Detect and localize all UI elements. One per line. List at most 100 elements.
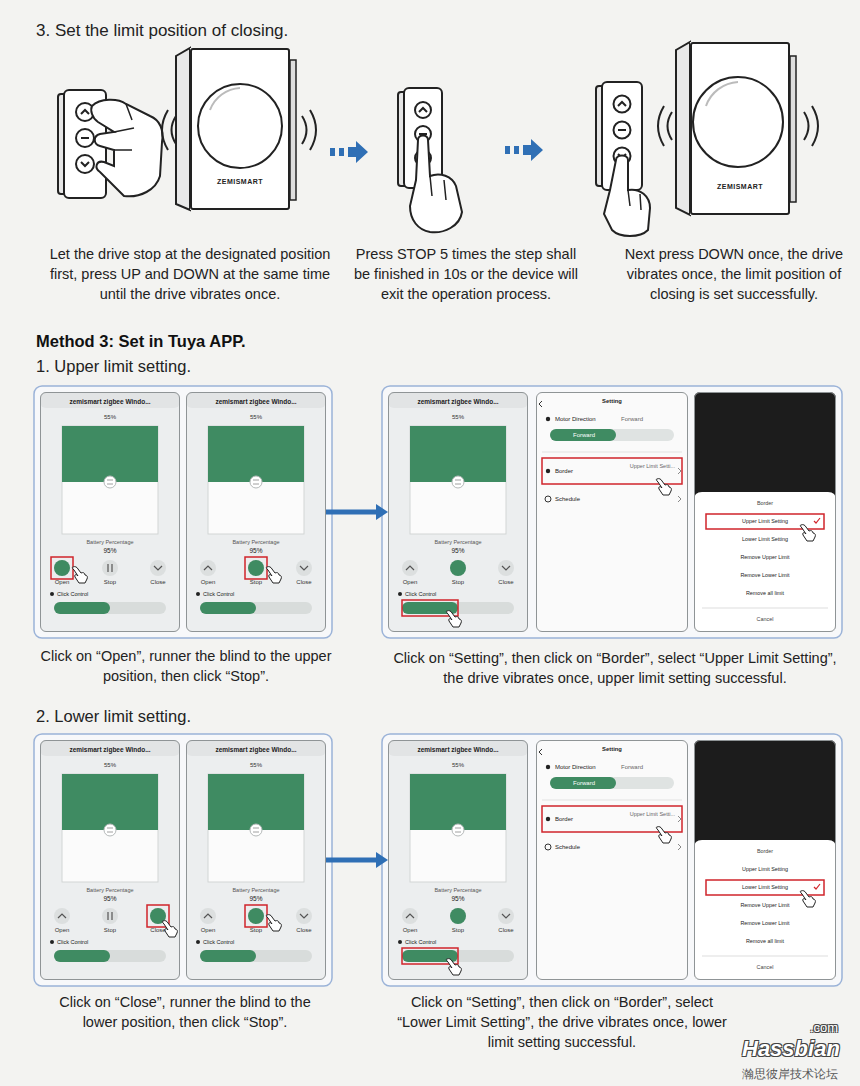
screen-text: Stop — [443, 579, 473, 586]
pressed-button — [248, 560, 264, 576]
screen-text: Open — [193, 927, 223, 934]
screen-text: Open — [47, 579, 77, 586]
watermark: Hassbian — [742, 1036, 840, 1062]
menu-item: Border — [695, 500, 835, 506]
watermark: .com — [810, 1020, 838, 1036]
screen-art — [536, 392, 688, 632]
menu-item: Remove Upper Limit — [695, 554, 835, 560]
drive-unit: ZEMISMART — [690, 42, 790, 215]
setting-text: Motor Direction — [555, 416, 596, 423]
down-button — [76, 155, 94, 173]
screen-text: Open — [395, 927, 425, 934]
step-caption: Press STOP 5 times the step shall be fin… — [348, 244, 584, 304]
screen-text: Battery Percentage — [393, 539, 523, 545]
hand-icon — [266, 567, 281, 583]
app-screen: zemismart zigbee Windo...55%Battery Perc… — [40, 740, 180, 980]
panel-frame — [34, 386, 332, 638]
step-arrow — [505, 139, 543, 161]
hand — [604, 156, 650, 237]
screen-text: zemismart zigbee Windo... — [45, 398, 175, 405]
drive-bracket — [790, 56, 796, 202]
screen-text: zemismart zigbee Windo... — [191, 746, 321, 753]
highlight-box — [51, 557, 73, 579]
app-screen: zemismart zigbee Windo...55%Battery Perc… — [40, 392, 180, 632]
highlight-box — [245, 905, 267, 927]
screen-art — [186, 392, 326, 632]
sub-heading: 1. Upper limit setting. — [36, 356, 191, 376]
screen-text: Battery Percentage — [191, 539, 321, 545]
screen-art — [186, 740, 326, 980]
step-caption: Let the drive stop at the designated pos… — [38, 244, 342, 304]
watermark: 瀚思彼岸技术论坛 — [742, 1066, 838, 1082]
arrow-shaft — [326, 510, 377, 515]
menu-item: Lower Limit Setting — [695, 536, 835, 542]
screen-text: Click Control — [57, 939, 88, 945]
hand-icon — [656, 479, 671, 495]
app-screen: zemismart zigbee Windo...55%Battery Perc… — [186, 740, 326, 980]
screen-text: Stop — [95, 927, 125, 934]
app-screen: zemismart zigbee Windo...55%Battery Perc… — [388, 740, 528, 980]
arrow-shaft — [326, 858, 377, 863]
menu-item: Remove Lower Limit — [695, 920, 835, 926]
setting-text: Forward — [621, 764, 643, 771]
finger-lines — [430, 176, 446, 200]
menu-item: Upper Limit Setting — [695, 518, 835, 524]
screen-text: Battery Percentage — [45, 539, 175, 545]
pressed-button — [248, 908, 264, 924]
setting-text: Schedule — [555, 496, 580, 503]
menu-item: Lower Limit Setting — [695, 884, 835, 890]
screen-text: zemismart zigbee Windo... — [45, 746, 175, 753]
menu-item: Cancel — [695, 964, 835, 970]
screen-text: Stop — [443, 927, 473, 934]
setting-text: Schedule — [555, 844, 580, 851]
method-heading: Method 3: Set in Tuya APP. — [36, 331, 246, 351]
screen-text: 95% — [45, 895, 175, 902]
screen-text: 55% — [191, 762, 321, 769]
screen-text: zemismart zigbee Windo... — [393, 746, 523, 753]
menu-item: Remove all limit — [695, 938, 835, 944]
screen-text: 95% — [393, 547, 523, 554]
drive-unit: ZEMISMART — [190, 48, 290, 210]
screen-text: 55% — [393, 762, 523, 769]
screen-text: Close — [143, 579, 173, 586]
step-arrow — [330, 141, 368, 163]
pressed-button — [450, 908, 466, 924]
screen-text: Open — [193, 579, 223, 586]
settings-screen: SettingMotor DirectionForwardForwardBord… — [536, 740, 688, 980]
hand-icon — [446, 959, 461, 975]
screen-text: Close — [289, 927, 319, 934]
panel-frame — [382, 386, 842, 638]
hand — [91, 100, 162, 197]
screen-art — [40, 740, 180, 980]
flow-arrow — [326, 504, 388, 520]
screen-art — [694, 740, 836, 980]
screen-art — [694, 392, 836, 632]
button-glyphs — [81, 110, 89, 166]
setting-text: Motor Direction — [555, 764, 596, 771]
menu-item: Upper Limit Setting — [695, 866, 835, 872]
drive-front — [690, 42, 790, 215]
knob-shade — [706, 82, 738, 106]
screen-text: 55% — [393, 414, 523, 421]
screen-text: 95% — [393, 895, 523, 902]
menu-item: Border — [695, 848, 835, 854]
sub-heading: 2. Lower limit setting. — [36, 706, 191, 726]
hand-icon — [72, 567, 87, 583]
up-button — [614, 96, 631, 113]
screen-text: Click Control — [57, 591, 88, 597]
screen-text: Click Control — [203, 939, 234, 945]
button-glyphs — [618, 102, 626, 158]
hand-icon — [800, 891, 815, 907]
screen-text: Stop — [241, 927, 271, 934]
screen-text: 95% — [191, 895, 321, 902]
screen-art — [388, 392, 528, 632]
screen-text: Open — [395, 579, 425, 586]
drive-front — [190, 48, 290, 210]
hand-icon — [266, 915, 281, 931]
drive-knob — [198, 84, 282, 168]
drive-knob — [693, 77, 783, 167]
setting-text: Setting — [537, 398, 687, 405]
screen-text: Click Control — [203, 591, 234, 597]
arrow-head — [376, 504, 388, 520]
